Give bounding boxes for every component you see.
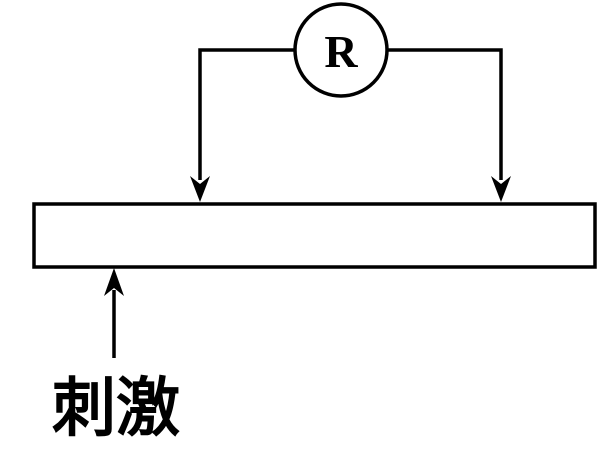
left-electrode-wire [198,48,295,180]
nerve-fiber-bar [32,202,597,269]
meter-label: R [324,26,358,77]
stimulus-label: 刺激 [52,371,180,446]
left-electrode-arrow [190,176,210,202]
right-electrode-wire [387,48,503,180]
stimulus-arrow-head [104,268,124,296]
right-electrode-arrow [491,176,511,202]
meter-circle [293,2,389,98]
